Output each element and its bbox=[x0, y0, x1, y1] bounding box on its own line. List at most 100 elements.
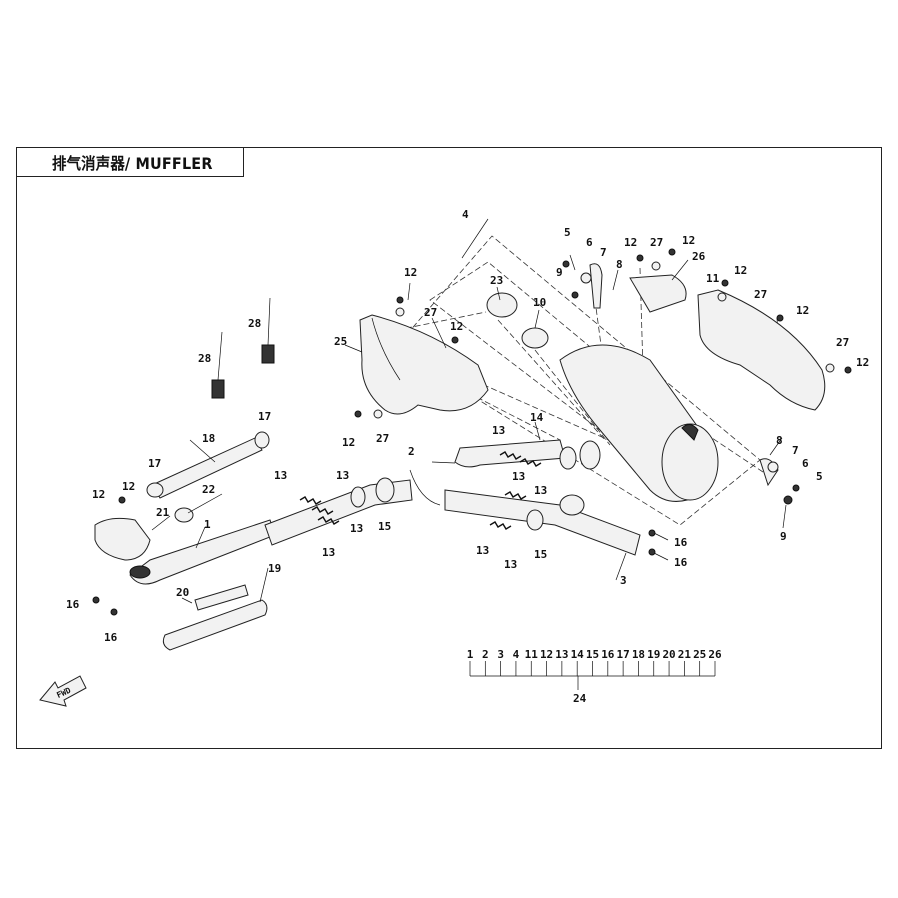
legend-number: 20 bbox=[662, 648, 675, 661]
callout-9b: 9 bbox=[780, 530, 787, 543]
legend-number: 11 bbox=[525, 648, 539, 661]
callout-17b: 17 bbox=[258, 410, 271, 423]
callout-13e: 13 bbox=[492, 424, 505, 437]
gasket-10 bbox=[521, 327, 549, 349]
legend-number: 21 bbox=[678, 648, 692, 661]
callout-labels: 1 2 3 4 5 5 6 6 7 7 8 8 9 9 10 11 12 12 … bbox=[66, 208, 869, 644]
legend-number: 18 bbox=[632, 648, 645, 661]
legend-total: 24 bbox=[573, 692, 587, 705]
clamp-17-left bbox=[146, 482, 164, 498]
callout-25: 25 bbox=[334, 335, 347, 348]
callout-8b: 8 bbox=[776, 434, 783, 447]
callout-27b: 27 bbox=[376, 432, 389, 445]
pipe-section-middle bbox=[264, 479, 413, 546]
callout-16c: 16 bbox=[674, 536, 688, 549]
exhaust-pipe-1 bbox=[129, 519, 276, 585]
o2-sensor-28b-body bbox=[211, 379, 225, 399]
flange-3 bbox=[559, 494, 585, 516]
callout-9a: 9 bbox=[556, 266, 563, 279]
legend-ticks bbox=[469, 661, 716, 676]
callout-16b: 16 bbox=[104, 631, 118, 644]
legend-number: 1 bbox=[467, 648, 474, 661]
callout-12h: 12 bbox=[856, 356, 869, 369]
callout-4: 4 bbox=[462, 208, 469, 221]
ring-15c bbox=[526, 509, 544, 531]
legend-number: 3 bbox=[497, 648, 504, 661]
o2-sensor-28b-wire bbox=[217, 331, 223, 381]
spring-13a bbox=[299, 496, 322, 505]
callout-12a: 12 bbox=[404, 266, 417, 279]
callout-13i: 13 bbox=[504, 558, 517, 571]
page-title: 排气消声器/ MUFFLER bbox=[52, 154, 213, 173]
callout-12g: 12 bbox=[796, 304, 809, 317]
fasteners bbox=[92, 248, 852, 616]
callout-12f: 12 bbox=[734, 264, 747, 277]
callout-19: 19 bbox=[268, 562, 281, 575]
callout-15b: 15 bbox=[534, 548, 547, 561]
ring-2 bbox=[559, 446, 577, 470]
pipe-flange bbox=[129, 565, 151, 579]
callout-27c: 27 bbox=[650, 236, 663, 249]
ring-15a bbox=[350, 486, 366, 508]
legend-number: 14 bbox=[571, 648, 585, 661]
callout-12d: 12 bbox=[624, 236, 637, 249]
fwd-arrow: FWD bbox=[39, 675, 87, 707]
callout-13b: 13 bbox=[336, 469, 349, 482]
spring-13e bbox=[519, 458, 542, 467]
heat-shield-25 bbox=[359, 314, 489, 415]
dash-line bbox=[534, 349, 611, 446]
clamp-17-right bbox=[254, 431, 270, 449]
sensor-wire bbox=[409, 469, 441, 506]
callout-14: 14 bbox=[530, 411, 544, 424]
callout-7a: 7 bbox=[600, 246, 607, 259]
callout-28a: 28 bbox=[248, 317, 261, 330]
legend-number: 16 bbox=[601, 648, 615, 661]
callout-16a: 16 bbox=[66, 598, 80, 611]
exhaust-pipe-2 bbox=[454, 439, 566, 468]
callout-13g: 13 bbox=[534, 484, 547, 497]
legend-number: 12 bbox=[540, 648, 553, 661]
callout-23: 23 bbox=[490, 274, 503, 287]
dash-line bbox=[639, 267, 644, 371]
callout-12b: 12 bbox=[450, 320, 463, 333]
muffler-tip bbox=[681, 424, 699, 441]
washer-7-right bbox=[767, 461, 779, 473]
washer-7-top bbox=[580, 272, 592, 284]
heat-shield-26 bbox=[697, 289, 826, 411]
legend-number: 25 bbox=[693, 648, 706, 661]
small-bracket-26 bbox=[629, 274, 687, 313]
callout-15a: 15 bbox=[378, 520, 391, 533]
callout-5b: 5 bbox=[816, 470, 823, 483]
callout-18: 18 bbox=[202, 432, 215, 445]
gasket-22 bbox=[174, 507, 194, 523]
callout-12e: 12 bbox=[682, 234, 695, 247]
callout-1: 1 bbox=[204, 518, 211, 531]
legend-number: 4 bbox=[513, 648, 520, 661]
callout-11: 11 bbox=[706, 272, 720, 285]
callout-7b: 7 bbox=[792, 444, 799, 457]
callout-21: 21 bbox=[156, 506, 170, 519]
spring-13c bbox=[317, 516, 340, 525]
shield-detail bbox=[371, 317, 401, 381]
legend-number: 15 bbox=[586, 648, 599, 661]
callout-12c: 12 bbox=[342, 436, 355, 449]
callout-3: 3 bbox=[620, 574, 627, 587]
callout-20: 20 bbox=[176, 586, 189, 599]
callout-13a: 13 bbox=[274, 469, 287, 482]
callout-16d: 16 bbox=[674, 556, 688, 569]
legend-number: 26 bbox=[708, 648, 722, 661]
spring-13g bbox=[489, 521, 512, 530]
callout-5a: 5 bbox=[564, 226, 571, 239]
callout-27a: 27 bbox=[424, 306, 437, 319]
drawing-frame bbox=[16, 147, 882, 749]
callout-8a: 8 bbox=[616, 258, 623, 271]
insulation-20 bbox=[194, 584, 249, 611]
insulation-19 bbox=[162, 599, 268, 651]
flange-23 bbox=[486, 292, 518, 318]
spring-13d bbox=[499, 451, 522, 460]
callout-13c: 13 bbox=[322, 546, 335, 559]
callout-28b: 28 bbox=[198, 352, 211, 365]
callout-13d: 13 bbox=[350, 522, 363, 535]
